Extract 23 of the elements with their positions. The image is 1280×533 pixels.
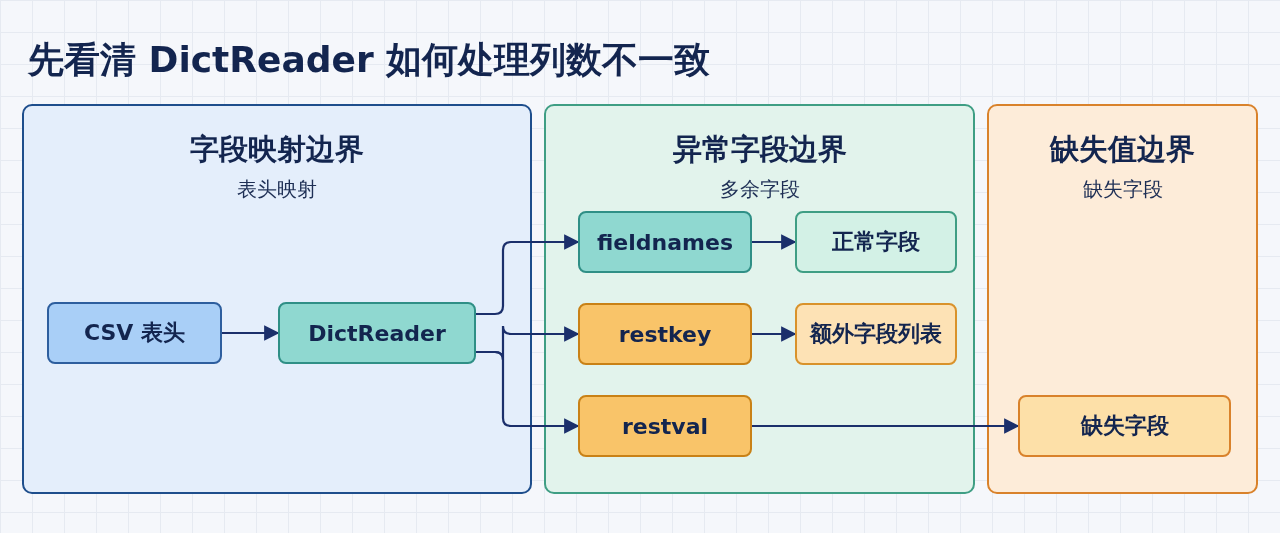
panel-subtitle: 多余字段 (719, 176, 800, 203)
diagram-title: 先看清 DictReader 如何处理列数不一致 (28, 38, 711, 82)
process-box: CSV 表头 (47, 302, 222, 364)
panel-heading: 异常字段边界 (672, 131, 847, 168)
panel-heading: 缺失值边界 (1050, 131, 1195, 168)
panel-heading: 字段映射边界 (190, 131, 364, 168)
panel-subtitle: 表头映射 (237, 176, 317, 203)
process-box: DictReader (278, 302, 476, 364)
process-box: restval (578, 395, 752, 457)
arrow (752, 418, 1020, 434)
process-box: 额外字段列表 (795, 303, 957, 365)
group-panel (22, 104, 532, 494)
arrow (222, 325, 280, 341)
arrow (752, 326, 797, 342)
group-panel (544, 104, 975, 494)
group-panel (987, 104, 1258, 494)
panel-subtitle: 缺失字段 (1082, 176, 1163, 203)
process-box: fieldnames (578, 211, 752, 273)
process-box: 正常字段 (795, 211, 957, 273)
process-box: restkey (578, 303, 752, 365)
process-box: 缺失字段 (1018, 395, 1231, 457)
arrow (752, 234, 797, 250)
arrow (476, 234, 580, 316)
